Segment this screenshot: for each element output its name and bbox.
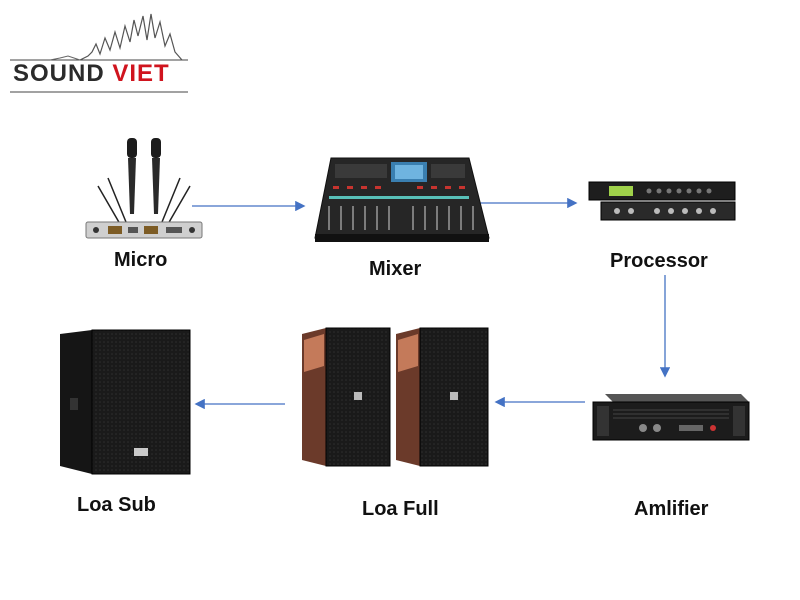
processor-device-icon [588,181,736,221]
subwoofer-speaker-icon [60,329,191,475]
label-loa-full: Loa Full [362,498,439,520]
amplifier-device-icon [592,394,750,441]
speaker-right [396,327,489,467]
label-processor: Processor [610,250,708,272]
logo-wordmark: SOUND VIET [13,60,170,88]
logo-text-sound: SOUND [13,60,105,87]
logo-text-viet: VIET [112,60,170,87]
label-loa-sub: Loa Sub [77,494,156,516]
logo-waveform-icon [10,13,188,93]
micro-device-icon [85,138,203,239]
brand-logo: SOUND VIET [10,12,190,93]
label-mixer: Mixer [369,258,422,280]
full-range-speakers-icon [302,327,489,467]
mixer-device-icon [314,157,490,242]
label-amplifier: Amlifier [634,498,709,520]
label-micro: Micro [114,249,168,271]
speaker-left [302,327,391,467]
